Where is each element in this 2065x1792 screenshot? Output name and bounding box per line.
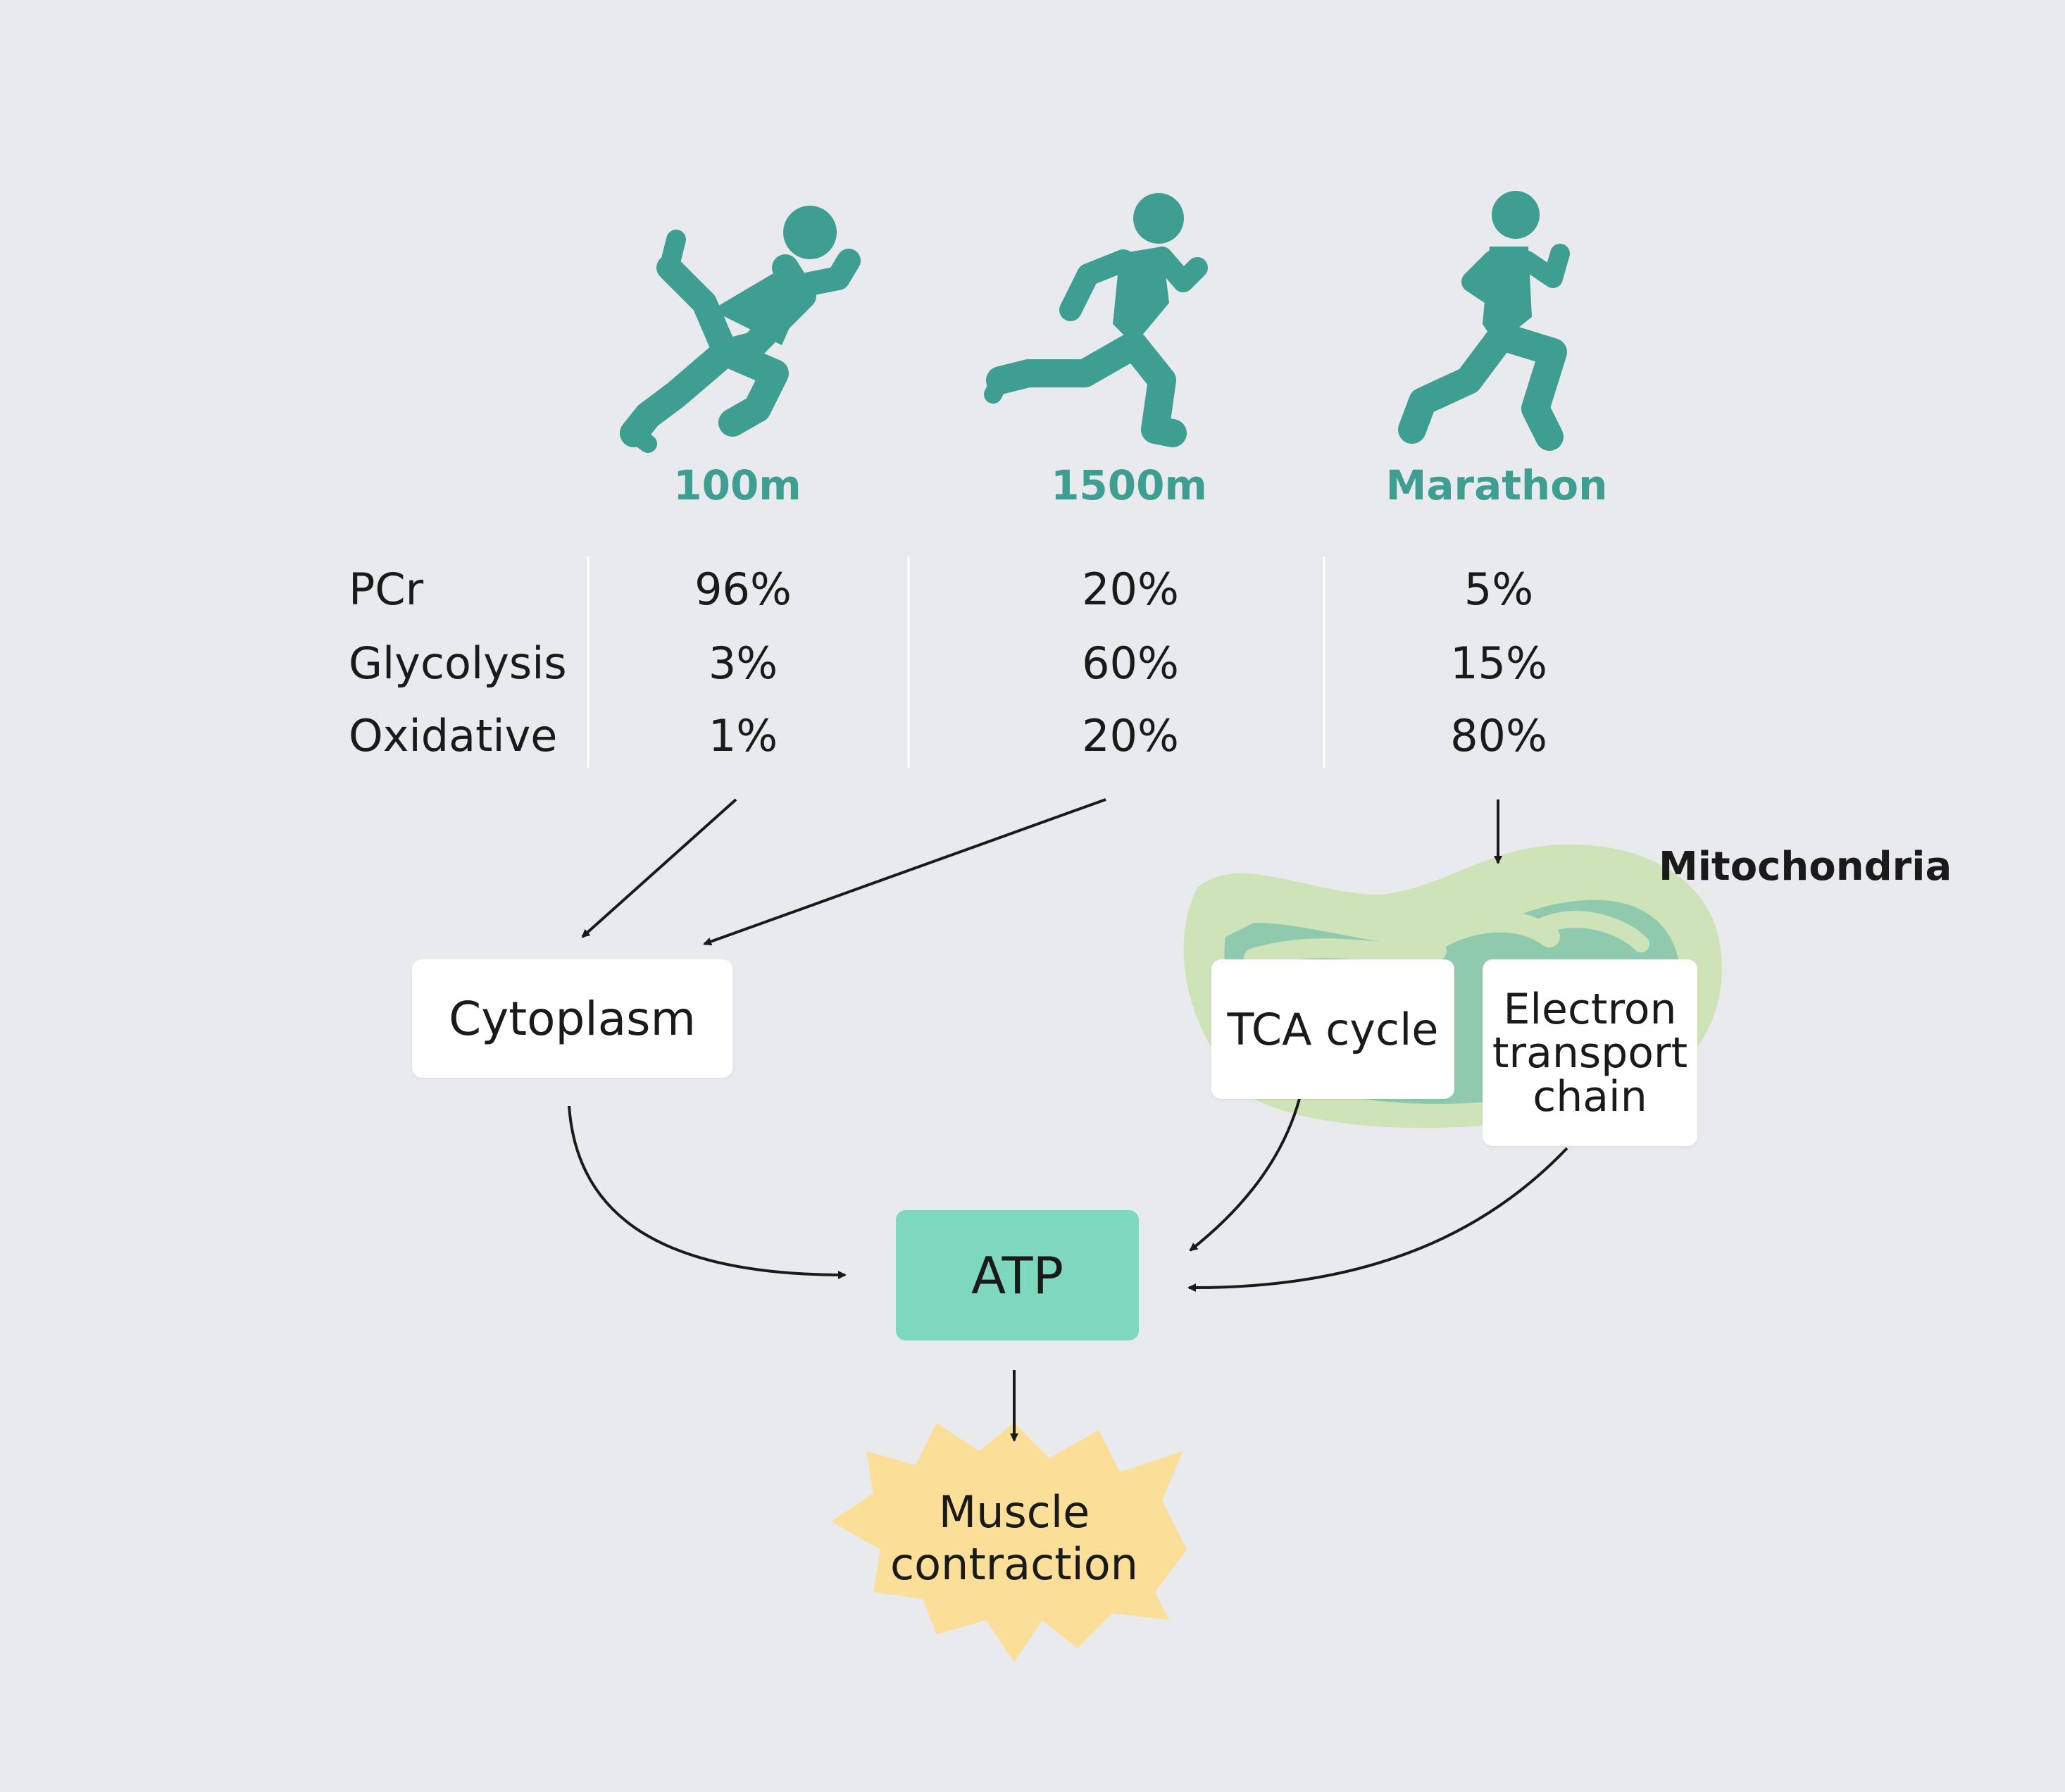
cytoplasm-box: Cytoplasm (412, 959, 732, 1078)
arrow-1500m-to-cytoplasm (703, 798, 1106, 946)
marathon-runner-icon (1398, 191, 1570, 451)
event-label-marathon: Marathon (1385, 461, 1608, 509)
arrow-cytoplasm-to-atp (568, 1105, 847, 1279)
etc-label-line2: transport (1492, 1028, 1688, 1078)
arrow-tca-to-atp (1189, 1098, 1301, 1252)
tca-cycle-box: TCA cycle (1211, 959, 1454, 1099)
middle-distance-runner-icon (984, 193, 1208, 447)
value-marathon-pcr: 5% (1464, 564, 1534, 615)
row-label-glycolysis: Glycolysis (349, 637, 567, 689)
electron-transport-chain-box: Electron transport chain (1483, 959, 1697, 1146)
burst-shape (831, 1423, 1187, 1662)
row-label-oxidative: Oxidative (349, 710, 558, 761)
value-marathon-glycolysis: 15% (1450, 637, 1547, 689)
atp-box: ATP (896, 1210, 1139, 1340)
etc-label-line1: Electron (1503, 984, 1677, 1034)
value-100m-oxidative: 1% (708, 710, 778, 761)
event-label-1500m: 1500m (1051, 461, 1207, 509)
cytoplasm-label: Cytoplasm (449, 991, 696, 1046)
value-1500m-oxidative: 20% (1082, 710, 1179, 761)
atp-label: ATP (971, 1245, 1064, 1305)
value-1500m-glycolysis: 60% (1082, 637, 1179, 689)
muscle-label-line2: contraction (890, 1538, 1138, 1590)
value-100m-pcr: 96% (694, 564, 792, 615)
value-marathon-oxidative: 80% (1450, 710, 1547, 761)
arrow-etc-to-atp (1187, 1147, 1568, 1293)
sprinter-icon (620, 206, 861, 453)
mitochondria-label: Mitochondria (1659, 844, 1952, 890)
value-100m-glycolysis: 3% (708, 637, 778, 689)
value-1500m-pcr: 20% (1082, 564, 1179, 615)
arrow-100m-to-cytoplasm (581, 798, 737, 938)
muscle-label-line1: Muscle (938, 1486, 1090, 1538)
tca-cycle-label: TCA cycle (1227, 1003, 1439, 1055)
row-label-pcr: PCr (349, 564, 424, 615)
etc-label-line3: chain (1533, 1071, 1647, 1121)
muscle-contraction-label: Muscle contraction (838, 1486, 1190, 1591)
event-label-100m: 100m (673, 461, 801, 509)
